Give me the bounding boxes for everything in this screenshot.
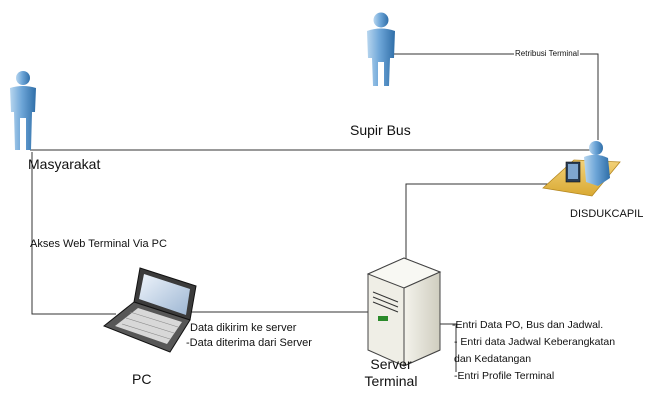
server-task-list: -Entri Data PO, Bus dan Jadwal. - Entri … (452, 317, 615, 385)
label-pc-server-send: Data dikirim ke server (190, 322, 297, 334)
label-server-line1: Server (370, 356, 412, 372)
connector-lines (30, 53, 599, 372)
server-task-item: dan Kedatangan (454, 353, 532, 365)
label-server-line2: Terminal (364, 372, 418, 389)
label-supir-bus: Supir Bus (350, 122, 411, 138)
line-server-tasks (440, 323, 457, 372)
desk-worker-disdukcapil-icon (542, 141, 621, 197)
server-task-item: -Entri Profile Terminal (454, 370, 555, 382)
server-task-item: -Entri Data PO, Bus dan Jadwal. (452, 319, 604, 331)
person-masyarakat-icon (10, 71, 36, 150)
label-disdukcapil: DISDUKCAPIL (570, 208, 644, 220)
label-pc-server-receive: -Data diterima dari Server (186, 337, 312, 349)
label-server-terminal: Server Terminal (356, 356, 426, 390)
label-akses-web: Akses Web Terminal Via PC (30, 238, 167, 250)
line-masyarakat-pc (31, 152, 116, 315)
server-task-item: - Entri data Jadwal Keberangkatan (454, 336, 616, 348)
line-supir-disdukcapil (390, 53, 599, 140)
label-pc: PC (132, 371, 152, 387)
laptop-pc-icon (103, 267, 197, 353)
line-server-disdukcapil (405, 183, 560, 262)
server-tower-icon (366, 257, 442, 367)
person-supir-bus-icon (367, 12, 395, 86)
label-masyarakat: Masyarakat (28, 156, 101, 172)
label-retribusi-terminal: Retribusi Terminal (514, 49, 580, 59)
